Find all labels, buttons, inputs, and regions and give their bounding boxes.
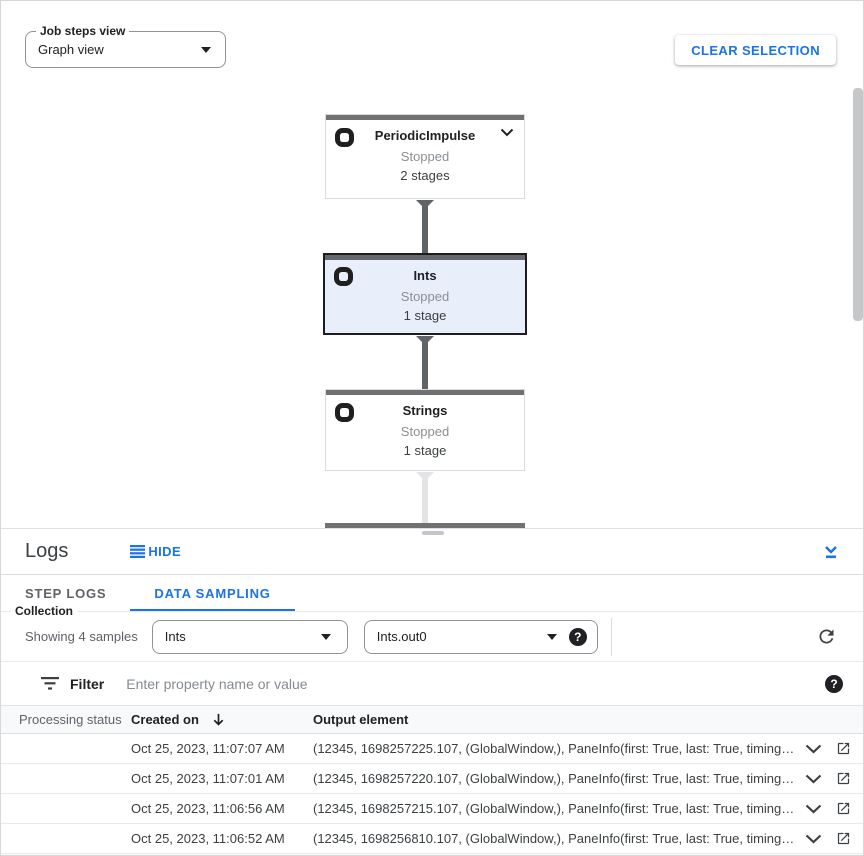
toolbar-divider xyxy=(610,617,612,656)
clear-selection-button[interactable]: CLEAR SELECTION xyxy=(675,35,836,65)
step-select[interactable]: Step Ints xyxy=(11,604,348,654)
sampling-toolbar: Showing 4 samples Step Ints Collection I… xyxy=(1,604,863,662)
filter-bar: Filter ? xyxy=(1,662,863,706)
filter-label: Filter xyxy=(70,675,105,692)
open-in-new-icon[interactable] xyxy=(836,831,851,846)
sort-desc-icon[interactable] xyxy=(211,712,226,727)
collection-select[interactable]: Collection Ints.out0 ? xyxy=(11,604,598,654)
node-top-bar xyxy=(325,255,525,260)
node-status: Stopped xyxy=(400,424,450,439)
collection-help-icon[interactable]: ? xyxy=(568,627,587,646)
edge-arrow-icon xyxy=(416,200,434,209)
graph-vertical-scrollbar[interactable] xyxy=(853,88,863,321)
column-output-element: Output element xyxy=(313,712,409,727)
expand-row-icon[interactable] xyxy=(805,804,822,814)
list-lines-icon xyxy=(130,545,146,558)
row-output-element: (12345, 1698257220.107, (GlobalWindow,),… xyxy=(313,771,793,786)
logs-tabs: STEP LOGS DATA SAMPLING xyxy=(1,575,863,612)
open-in-new-icon[interactable] xyxy=(836,771,851,786)
filter-help-icon[interactable]: ? xyxy=(825,674,843,693)
node-status: Stopped xyxy=(400,149,450,164)
edge-ints-strings xyxy=(422,336,428,389)
graph-node-partial[interactable] xyxy=(325,523,525,528)
sample-row[interactable]: Oct 25, 2023, 11:07:01 AM (12345, 169825… xyxy=(1,764,863,794)
step-ring-icon xyxy=(335,128,354,147)
edge-arrow-icon xyxy=(416,472,434,481)
step-ring-icon xyxy=(335,403,354,422)
filter-icon xyxy=(41,677,59,690)
chevron-bar-down-icon xyxy=(825,546,837,559)
expand-row-icon[interactable] xyxy=(805,744,822,754)
collection-select-value: Ints.out0 xyxy=(376,629,427,644)
expand-row-icon[interactable] xyxy=(805,774,822,784)
column-processing-status: Processing status xyxy=(19,712,122,727)
panel-resize-handle[interactable] xyxy=(422,531,444,535)
filter-input[interactable] xyxy=(126,675,825,692)
column-created-on[interactable]: Created on xyxy=(131,712,313,727)
step-select-value: Ints xyxy=(164,629,186,644)
graph-node-periodicimpulse[interactable]: PeriodicImpulse Stopped 2 stages xyxy=(325,114,525,199)
row-created-on: Oct 25, 2023, 11:06:56 AM xyxy=(131,801,285,816)
expand-row-icon[interactable] xyxy=(805,834,822,844)
created-on-label: Created on xyxy=(131,712,199,727)
logs-panel: Logs HIDE STEP LOGS DATA SAMPLIN xyxy=(1,529,863,855)
refresh-icon xyxy=(819,629,834,644)
open-in-new-icon[interactable] xyxy=(836,741,851,756)
row-created-on: Oct 25, 2023, 11:07:01 AM xyxy=(131,771,285,786)
node-status: Stopped xyxy=(400,289,450,304)
node-title: Ints xyxy=(413,268,437,283)
sample-row[interactable]: Oct 25, 2023, 11:07:07 AM (12345, 169825… xyxy=(1,734,863,764)
sample-row[interactable]: Oct 25, 2023, 11:06:56 AM (12345, 169825… xyxy=(1,794,863,824)
collection-select-label: Collection xyxy=(11,604,78,618)
samples-table-header: Processing status Created on Output elem… xyxy=(1,706,863,734)
open-in-new-icon[interactable] xyxy=(836,801,851,816)
tab-step-logs[interactable]: STEP LOGS xyxy=(25,585,107,601)
expand-node-icon[interactable] xyxy=(500,128,514,137)
job-graph-area: Job steps view Graph view CLEAR SELECTIO… xyxy=(1,1,863,529)
graph-node-ints[interactable]: Ints Stopped 1 stage xyxy=(323,253,527,335)
dropdown-arrow-icon xyxy=(546,633,557,640)
node-stages: 1 stage xyxy=(403,443,447,458)
showing-samples-text: Showing 4 samples xyxy=(25,629,138,644)
refresh-samples-button[interactable] xyxy=(816,626,837,647)
node-stages: 2 stages xyxy=(400,168,450,183)
sample-row[interactable]: Oct 25, 2023, 11:06:52 AM (12345, 169825… xyxy=(1,824,863,854)
node-title: PeriodicImpulse xyxy=(374,128,476,143)
row-created-on: Oct 25, 2023, 11:06:52 AM xyxy=(131,831,285,846)
tab-data-sampling[interactable]: DATA SAMPLING xyxy=(130,575,296,611)
row-created-on: Oct 25, 2023, 11:07:07 AM xyxy=(131,741,285,756)
edge-arrow-icon xyxy=(416,336,434,345)
node-top-bar xyxy=(326,115,524,120)
dropdown-arrow-icon xyxy=(320,633,331,640)
graph-node-strings[interactable]: Strings Stopped 1 stage xyxy=(325,389,525,471)
step-ring-icon xyxy=(334,267,353,286)
logs-panel-title: Logs xyxy=(25,540,69,562)
node-top-bar xyxy=(326,390,524,395)
hide-logs-button[interactable]: HIDE xyxy=(130,544,181,559)
edge-strings-next xyxy=(422,472,428,523)
dropdown-arrow-icon xyxy=(201,46,211,53)
node-title: Strings xyxy=(402,403,448,418)
row-output-element: (12345, 1698257225.107, (GlobalWindow,),… xyxy=(313,741,793,756)
logs-header: Logs HIDE xyxy=(1,529,863,575)
edge-periodicimpulse-ints xyxy=(422,200,428,253)
job-steps-view-value: Graph view xyxy=(38,42,104,57)
job-steps-view-select[interactable]: Job steps view Graph view xyxy=(25,24,226,68)
hide-label: HIDE xyxy=(148,544,182,559)
row-output-element: (12345, 1698257215.107, (GlobalWindow,),… xyxy=(313,801,793,816)
row-output-element: (12345, 1698256810.107, (GlobalWindow,),… xyxy=(313,831,793,846)
node-stages: 1 stage xyxy=(403,308,447,323)
collapse-panel-button[interactable] xyxy=(823,543,839,560)
job-steps-view-label: Job steps view xyxy=(36,24,130,38)
